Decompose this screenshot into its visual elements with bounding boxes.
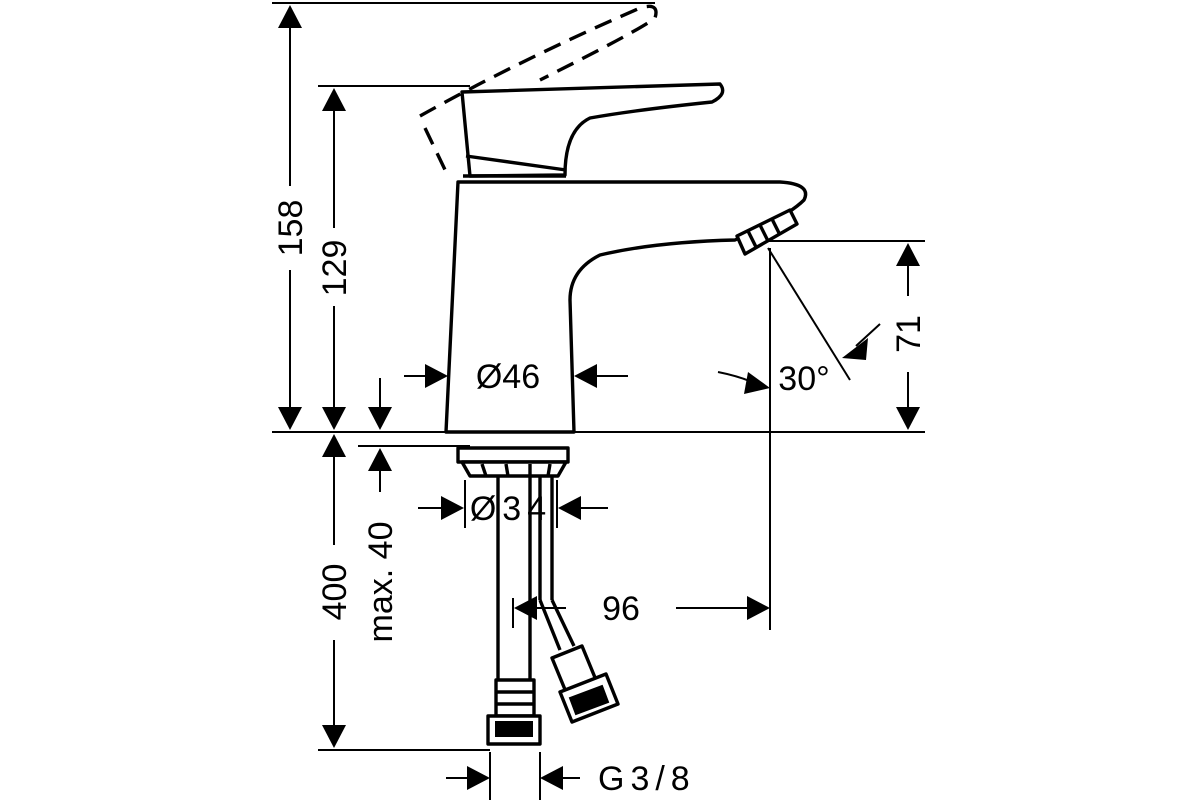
dimension-max-40 xyxy=(368,378,392,492)
aerator xyxy=(735,208,799,256)
faucet-body xyxy=(444,82,808,434)
label-34: Ø34 xyxy=(470,490,552,528)
dimension-400 xyxy=(322,434,346,748)
hose-fitting-left xyxy=(494,678,536,718)
label-71: 71 xyxy=(890,315,928,353)
label-158: 158 xyxy=(272,200,310,257)
dimension-46 xyxy=(404,364,628,388)
dimension-34 xyxy=(418,496,608,520)
label-400: 400 xyxy=(316,564,354,621)
lever-open-position xyxy=(419,4,658,177)
label-46: Ø46 xyxy=(476,358,540,396)
label-129: 129 xyxy=(316,240,354,297)
dimension-30-degree xyxy=(717,323,881,394)
label-g38: G3/8 xyxy=(598,760,696,798)
dimension-129 xyxy=(322,88,346,430)
extension-lines xyxy=(272,2,925,800)
dimension-71 xyxy=(896,243,920,430)
mounting-nut xyxy=(456,446,570,464)
faucet-spout-body xyxy=(444,180,808,434)
label-96: 96 xyxy=(602,590,640,628)
dimension-158 xyxy=(278,5,302,430)
dimension-g38 xyxy=(446,766,580,790)
label-max-40: max. 40 xyxy=(362,522,400,643)
base-and-hoses xyxy=(456,446,620,746)
dimension-96 xyxy=(514,596,770,620)
lever-handle xyxy=(460,82,725,178)
label-30-degree: 30° xyxy=(778,360,829,398)
